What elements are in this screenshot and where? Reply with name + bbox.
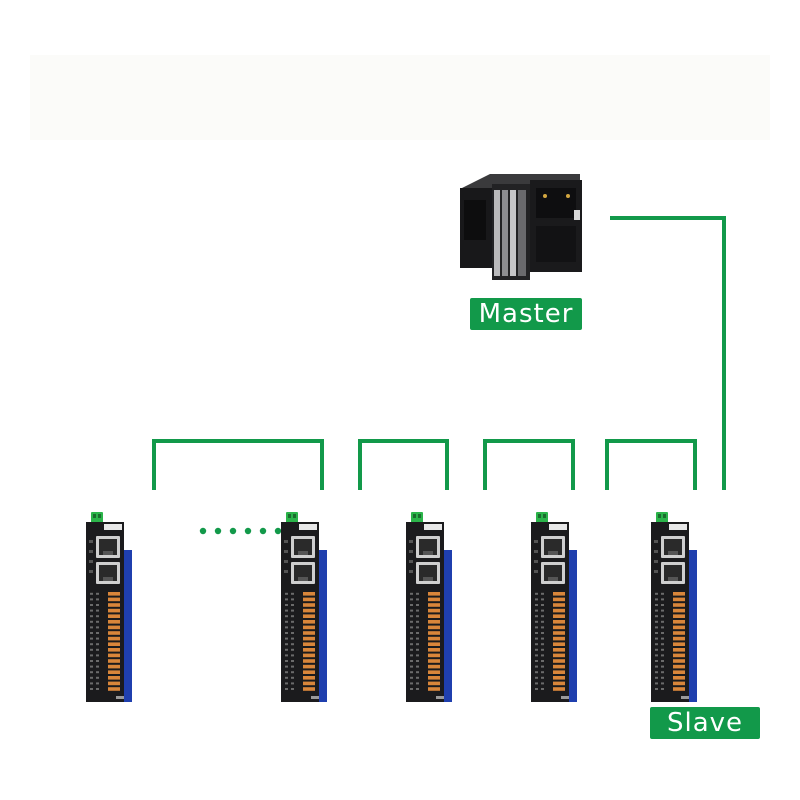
io-module-icon	[281, 512, 327, 702]
slave-module-4	[525, 510, 585, 709]
wire-slave-2-to-slave-1	[152, 439, 324, 490]
io-module-icon	[406, 512, 452, 702]
plc-controller-icon	[460, 174, 582, 280]
slave-module-3	[400, 510, 460, 709]
io-module-icon	[531, 512, 577, 702]
io-module-icon	[651, 512, 697, 702]
wire-slave-5-to-slave-4	[605, 439, 697, 490]
master-plc-controller	[450, 170, 590, 289]
slave-module-1	[80, 510, 140, 709]
io-module-icon	[86, 512, 132, 702]
slave-label: Slave	[650, 707, 760, 739]
slave-module-5	[645, 510, 705, 709]
master-label: Master	[470, 298, 582, 330]
wire-slave-4-to-slave-3	[483, 439, 575, 490]
wire-slave-3-to-slave-2	[358, 439, 449, 490]
slave-module-2	[275, 510, 335, 709]
ellipsis-dots	[199, 527, 282, 535]
background-band	[30, 55, 770, 140]
wire-master-to-slave-5	[610, 216, 726, 490]
